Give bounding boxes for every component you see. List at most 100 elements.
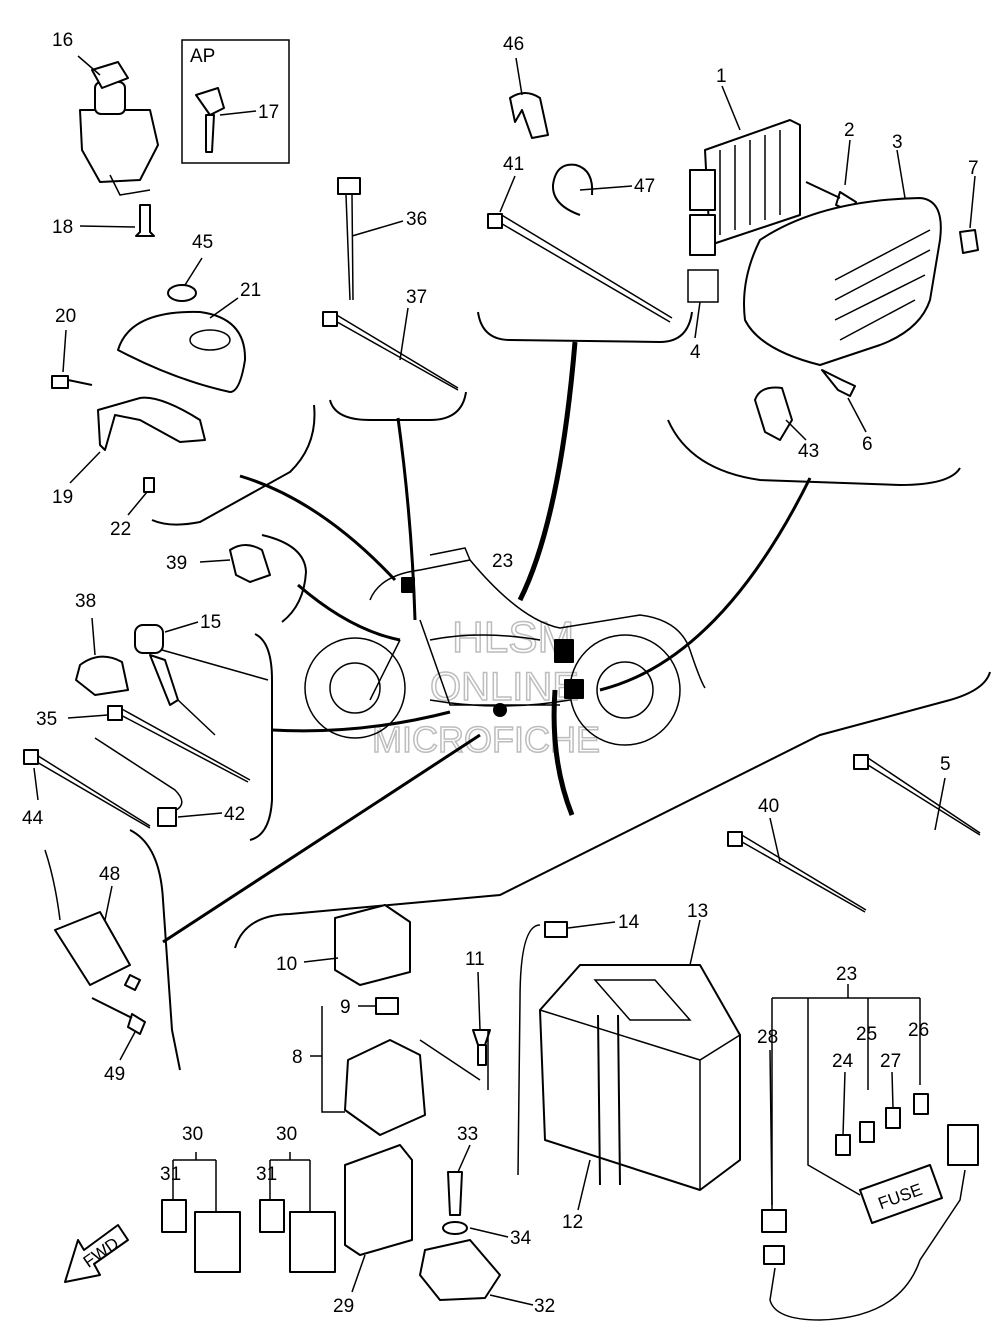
callout-30-right: 30 <box>276 1124 297 1145</box>
watermark: HLSM ONLINE MICROFICHE <box>371 612 601 761</box>
callout-41: 41 <box>503 154 524 175</box>
callout-28: 28 <box>757 1027 778 1048</box>
callout-12: 12 <box>562 1212 583 1233</box>
handlebar <box>429 547 471 561</box>
fuse-26 <box>913 1093 929 1115</box>
connector-to-clamp <box>297 583 401 642</box>
clamp-39 <box>229 544 271 583</box>
bolt-33 <box>447 1171 463 1216</box>
coupler-31-left <box>161 1199 187 1233</box>
cable-tie-40 <box>734 833 867 913</box>
callout-42: 42 <box>224 804 245 825</box>
fuse-block-23 <box>859 1164 943 1224</box>
bracket-right-large <box>234 671 991 949</box>
callout-6: 6 <box>862 434 873 455</box>
relay-29 <box>344 1144 413 1256</box>
callout-24: 24 <box>832 1051 854 1072</box>
ignition-switch <box>79 61 159 196</box>
coupler-23 <box>947 1124 979 1166</box>
callout-18: 18 <box>52 217 73 238</box>
bracket-mid-left-1 <box>261 534 308 623</box>
callout-21: 21 <box>240 280 261 301</box>
harness-node <box>493 703 507 717</box>
callout-49: 49 <box>104 1064 125 1085</box>
callout-5: 5 <box>940 754 951 775</box>
callout-48: 48 <box>99 864 120 885</box>
frame-outline <box>369 559 706 707</box>
leader-lines <box>33 55 976 1306</box>
connector-to-handlebar <box>396 417 417 621</box>
connector-to-rectifier <box>599 477 812 692</box>
callout-43: 43 <box>798 441 819 462</box>
fuse-9 <box>375 997 399 1015</box>
connector-28 <box>761 1209 787 1233</box>
cable-tie-35 <box>114 707 251 783</box>
callout-47: 47 <box>634 176 655 197</box>
callout-27: 27 <box>880 1051 901 1072</box>
bracket-top-left <box>151 404 316 526</box>
washer-34 <box>442 1221 468 1235</box>
cable-tie-41 <box>491 213 673 323</box>
clamp-38 <box>75 655 129 696</box>
bracket-top-center-1 <box>329 391 467 421</box>
callout-20: 20 <box>55 306 76 327</box>
callout-37: 37 <box>406 287 427 308</box>
clip-47 <box>551 163 594 216</box>
bracket-mid-left-2 <box>249 633 273 841</box>
cable-tie-37 <box>329 313 459 391</box>
callout-15: 15 <box>200 612 221 633</box>
relay-30-right <box>289 1211 336 1273</box>
bracket-top-right <box>667 419 961 487</box>
fuse-25 <box>859 1121 875 1143</box>
front-wheel <box>304 637 406 739</box>
cable-tie-44 <box>29 753 151 829</box>
callout-34: 34 <box>510 1228 532 1249</box>
parts: FUSE FWD <box>23 39 981 1321</box>
fwd-arrow: FWD <box>64 1224 129 1283</box>
callout-33: 33 <box>457 1124 478 1145</box>
fuse-27 <box>885 1107 901 1129</box>
cover-3 <box>743 197 942 366</box>
callout-32: 32 <box>534 1296 555 1317</box>
bolt-18 <box>135 204 155 237</box>
callout-17: 17 <box>258 102 279 123</box>
motorcycle-silhouette <box>304 547 706 746</box>
callout-11: 11 <box>465 949 485 970</box>
callout-19: 19 <box>52 487 73 508</box>
inset-label: AP <box>190 46 215 67</box>
connector-to-sensor <box>271 710 451 733</box>
callout-30-left: 30 <box>182 1124 203 1145</box>
callout-23-top: 23 <box>492 551 513 572</box>
strap-12 <box>597 1014 621 1186</box>
relay-30-left <box>194 1211 241 1273</box>
callout-36: 36 <box>406 209 427 230</box>
rear-wheel <box>569 634 681 746</box>
plug-45 <box>167 284 197 302</box>
callout-16: 16 <box>52 30 73 51</box>
callout-25: 25 <box>856 1024 877 1045</box>
watermark-line-3: MICROFICHE <box>372 719 600 760</box>
connector-to-relay <box>162 733 481 944</box>
callout-31-right: 31 <box>256 1164 277 1185</box>
callout-4: 4 <box>690 342 701 363</box>
battery-cable-14 <box>517 924 541 1176</box>
bolt-20 <box>51 375 93 389</box>
callouts: AP 16 17 18 45 21 20 19 22 46 47 41 36 3… <box>22 30 979 1317</box>
fuse-24 <box>835 1134 851 1156</box>
relay-8 <box>344 1039 426 1136</box>
connector-to-ignition <box>239 474 397 582</box>
cover-10 <box>334 904 411 986</box>
callout-1: 1 <box>716 66 727 87</box>
connector-to-seat <box>517 341 578 602</box>
clip-46 <box>509 92 549 139</box>
callout-45: 45 <box>192 232 213 253</box>
callout-10: 10 <box>276 954 297 975</box>
sensor-42 <box>94 737 183 813</box>
sensor-15 <box>134 624 269 736</box>
callout-35: 35 <box>36 709 57 730</box>
bracket-top-center-2 <box>477 311 693 344</box>
screw-22 <box>143 477 155 493</box>
bolt-6 <box>821 369 856 397</box>
callout-40: 40 <box>758 796 779 817</box>
